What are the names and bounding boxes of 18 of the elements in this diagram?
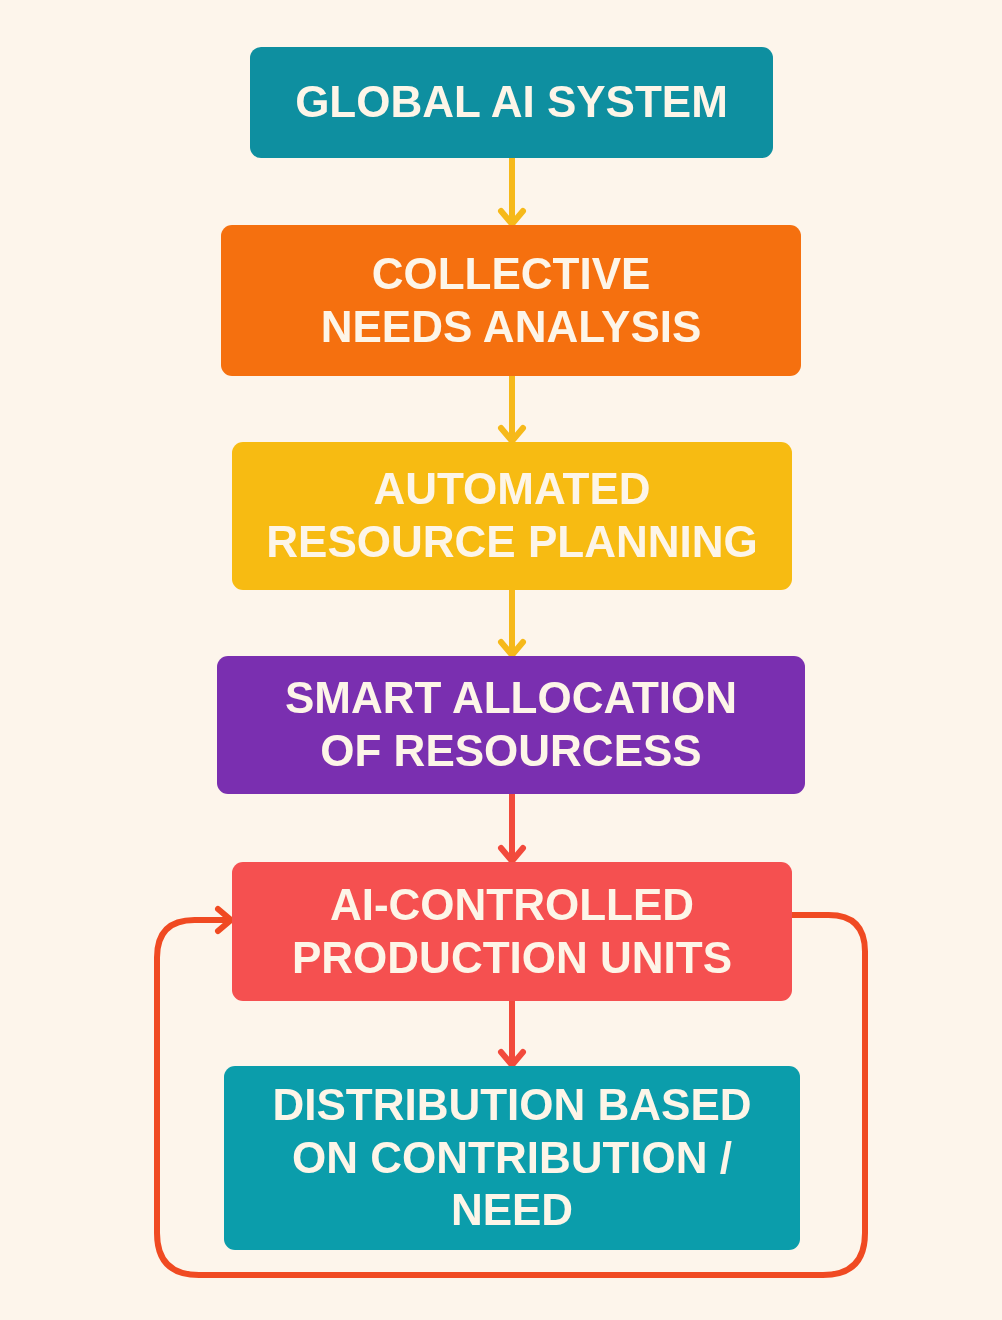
arrow [498, 794, 526, 864]
arrow [498, 158, 526, 227]
process-box [221, 225, 801, 376]
loop-arrow [154, 906, 868, 1278]
box-label: DISTRIBUTION BASED ON CONTRIBUTION / NEED [271, 1078, 753, 1237]
arrow [498, 376, 526, 444]
process-box [232, 442, 792, 590]
process-box [250, 47, 773, 158]
box-label: AI-CONTROLLED PRODUCTION UNITS [291, 878, 733, 984]
process-box [217, 656, 805, 794]
box-label: AUTOMATED RESOURCE PLANNING [265, 463, 759, 568]
box-label: SMART ALLOCATION OF RESOURCESS [283, 672, 739, 777]
process-box [232, 862, 792, 1001]
box-label: GLOBAL AI SYSTEM [295, 76, 728, 129]
process-box [224, 1066, 800, 1250]
arrow [498, 1001, 526, 1068]
arrow [498, 590, 526, 658]
box-label: COLLECTIVE NEEDS ANALYSIS [319, 247, 703, 353]
